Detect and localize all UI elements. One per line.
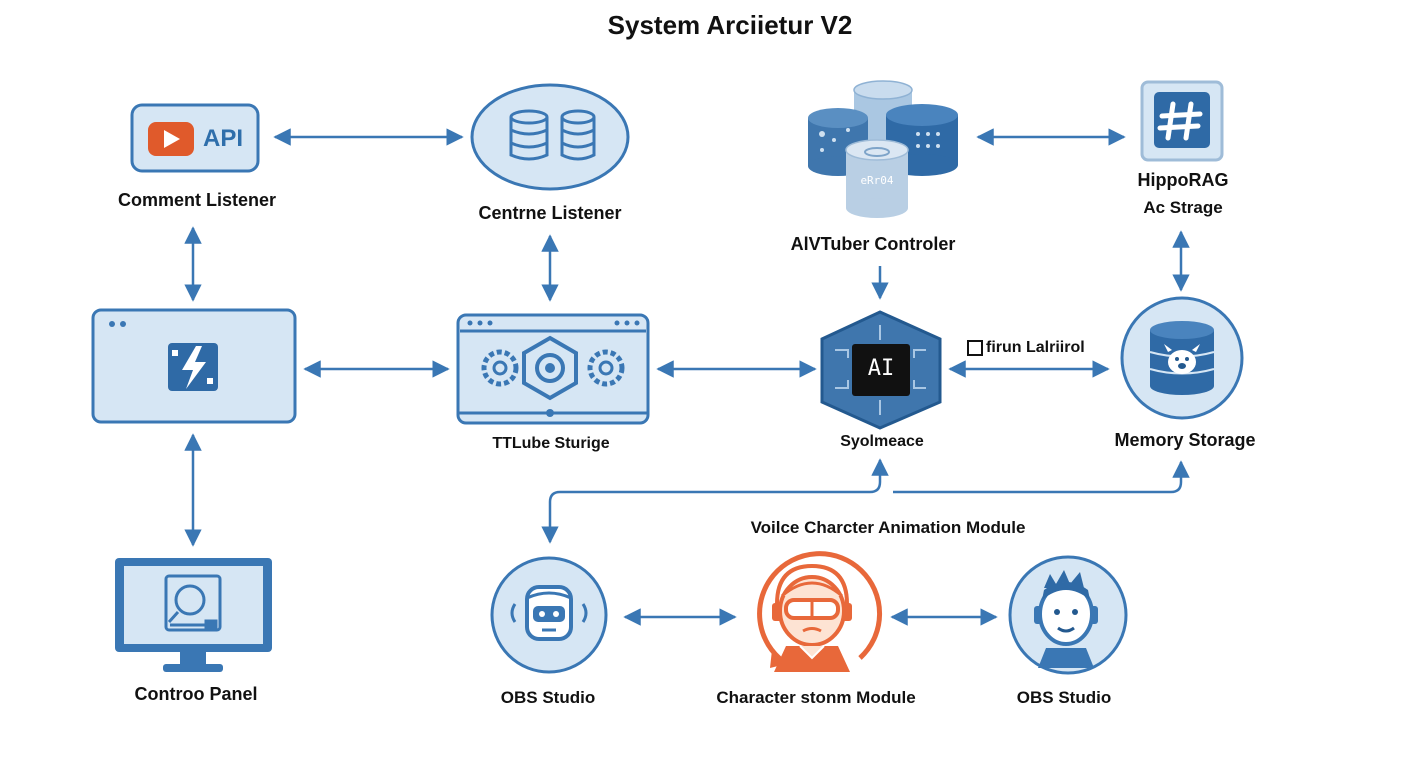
play-icon xyxy=(148,122,194,156)
obs-right-label: OBS Studio xyxy=(1016,688,1112,707)
connectors xyxy=(184,128,1190,626)
boy-avatar-icon xyxy=(1034,570,1098,668)
lightning-icon xyxy=(168,343,218,391)
ai-core-label: Syolmeace xyxy=(840,433,924,450)
controller-database-cluster xyxy=(808,80,958,218)
tts-storage-node xyxy=(456,313,650,425)
api-badge-label: API xyxy=(203,125,244,152)
obs-left-node xyxy=(490,556,608,674)
database-icon xyxy=(509,109,596,161)
voice-module-label: Voilce Charcter Animation Module xyxy=(750,518,1026,537)
hipporag-sublabel: Ac Strage xyxy=(1143,198,1223,217)
comment-listener-node xyxy=(130,103,260,173)
comment-listener-label: Comment Listener xyxy=(117,190,277,210)
ai-chip xyxy=(852,344,910,396)
database-dog-icon xyxy=(1149,321,1215,395)
centre-listener-label: Centrne Listener xyxy=(478,203,622,223)
database-text: eRr04 xyxy=(860,174,894,187)
memory-storage-node xyxy=(1120,296,1244,420)
server-window-node xyxy=(91,308,297,424)
hipporag-label: HippoRAG xyxy=(1137,170,1229,190)
character-module-node xyxy=(757,551,883,672)
obs-right-node xyxy=(1008,555,1128,675)
ai-core-node xyxy=(820,310,942,430)
ai-side-label: firun Lalriirol xyxy=(986,339,1085,356)
checkbox-icon xyxy=(967,340,983,356)
arrow-ai-obs xyxy=(541,458,889,544)
orange-cycle-ring xyxy=(757,551,883,665)
hipporag-node xyxy=(1140,80,1224,162)
ai-chip-label: AI xyxy=(867,356,895,381)
character-avatar-icon xyxy=(772,563,852,672)
hipporag-tile xyxy=(1154,92,1210,148)
robot-icon xyxy=(510,585,588,641)
circuit-lines xyxy=(835,325,926,415)
aivtuber-controller-label: AlVTuber Controler xyxy=(790,234,956,254)
character-module-label: Character stonm Module xyxy=(716,688,916,707)
control-panel-label: Controo Panel xyxy=(134,684,258,704)
arrow-voice-memory xyxy=(893,460,1190,494)
monitor-screen xyxy=(124,566,263,644)
hex-gear-icon xyxy=(522,335,578,401)
centre-listener-node xyxy=(470,83,630,191)
search-window-icon xyxy=(164,574,222,632)
database-ellipse xyxy=(470,83,630,191)
gear-icon-left xyxy=(481,349,519,387)
memory-storage-label: Memory Storage xyxy=(1114,430,1256,450)
tts-storage-label: TTLube Sturige xyxy=(492,435,610,452)
hash-logo-icon xyxy=(1157,101,1203,141)
control-panel-node xyxy=(115,558,272,672)
diagram-title: System Arciietur V2 xyxy=(607,10,853,40)
gear-icon-right xyxy=(587,349,625,387)
obs-left-label: OBS Studio xyxy=(500,688,596,707)
database-cylinder-front xyxy=(845,139,909,218)
